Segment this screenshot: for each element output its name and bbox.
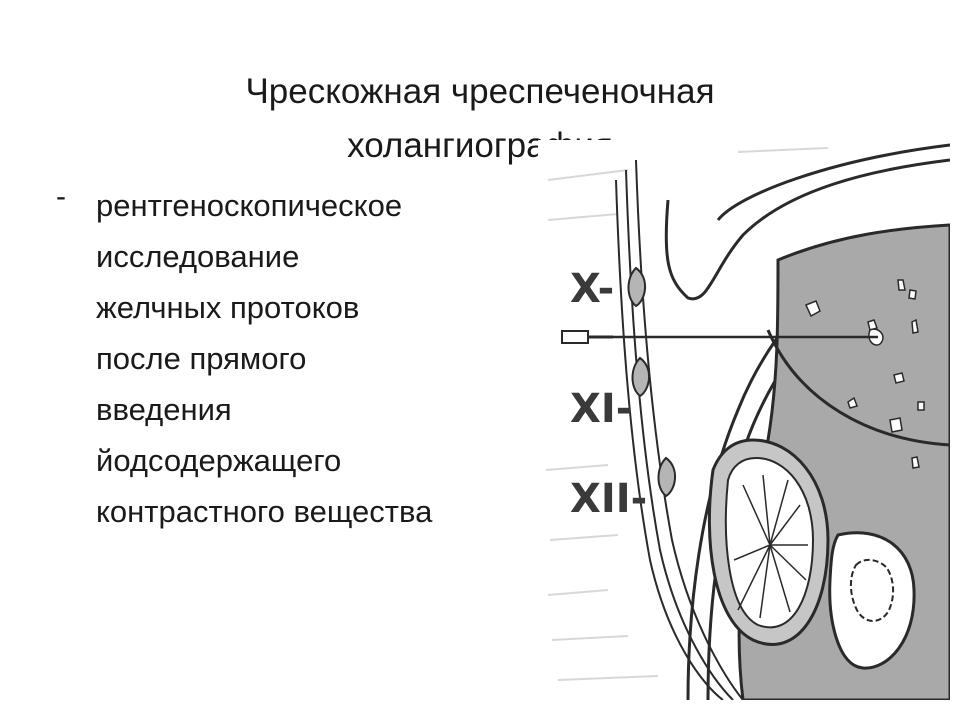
background-hatching: [545, 147, 829, 681]
liver-inner-boundary: [766, 329, 950, 447]
bullet-line-5: введения: [96, 392, 232, 427]
needle-hub: [561, 330, 589, 344]
intercostal-bulges: [627, 266, 676, 498]
bullet-text: рентгеноскопическое исследование желчных…: [96, 180, 526, 537]
chest-wall-layers: [615, 159, 744, 700]
bowel-loop: [828, 531, 916, 670]
anatomy-drawing: X- XI- XII-: [538, 140, 950, 700]
title-line-1: Чрескожная чреспеченочная: [245, 72, 715, 112]
rib-label-xii: XII-: [570, 476, 647, 522]
rib-label-x: X-: [570, 266, 614, 312]
bullet-line-2: исследование: [96, 239, 300, 274]
cholangiography-illustration: X- XI- XII-: [538, 140, 950, 700]
bullet-line-6: йодсодержащего: [96, 443, 342, 478]
bullet-marker: -: [56, 180, 66, 213]
bullet-line-7: контрастного вещества: [96, 494, 433, 529]
rib-label-xi: XI-: [570, 386, 632, 432]
bullet-line-3: желчных протоков: [96, 290, 360, 325]
kidney-rays: [733, 474, 808, 619]
kidney: [707, 438, 830, 646]
bullet-line-1: рентгеноскопическое: [96, 188, 403, 223]
bullet-line-4: после прямого: [96, 341, 307, 376]
needle: [561, 330, 878, 344]
